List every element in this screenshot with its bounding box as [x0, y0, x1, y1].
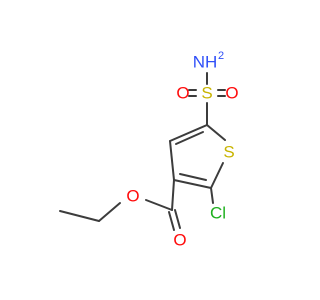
bond-sring-c5 — [206, 124, 226, 141]
carbonyl-oxygen-label: O — [173, 231, 186, 250]
bond-ccarb-o-double-b — [168, 211, 175, 231]
molecule-svg: NH 2 S O O S Cl O O — [59, 50, 239, 250]
nitrogen-atom: NH 2 — [193, 50, 224, 72]
ester-oxygen-single-label: O — [126, 187, 139, 206]
sulfonyl-oxygen-left-label: O — [176, 84, 189, 103]
chlorine-label: Cl — [210, 204, 226, 223]
bond-c3-c2-inner — [179, 173, 207, 181]
bond-c3-c2 — [173, 179, 212, 189]
bond-c2-sring — [210, 162, 224, 189]
bond-c2-cl — [210, 187, 214, 204]
sulfonyl-sulfur-label: S — [201, 84, 212, 103]
ring-sulfur-label: S — [223, 143, 234, 162]
nitrogen-subscript: 2 — [218, 50, 224, 62]
bond-c5-c4 — [169, 124, 208, 142]
bond-ch2-ch3 — [59, 210, 100, 222]
molecule-structure: NH 2 S O O S Cl O O — [59, 50, 239, 250]
bond-ccarb-o-double-a — [174, 209, 181, 229]
bond-c4-c3 — [169, 140, 175, 181]
bond-c5-c4-inner — [175, 131, 204, 145]
atom-labels: NH 2 S O O S Cl O O — [126, 50, 238, 250]
bond-o-ch2 — [98, 202, 121, 222]
nitrogen-label: NH — [193, 53, 218, 72]
sulfonyl-oxygen-right-label: O — [225, 84, 238, 103]
bond-c3-ccarb — [171, 179, 175, 211]
bond-ccarb-o-single — [145, 199, 173, 211]
bonds — [59, 72, 226, 231]
